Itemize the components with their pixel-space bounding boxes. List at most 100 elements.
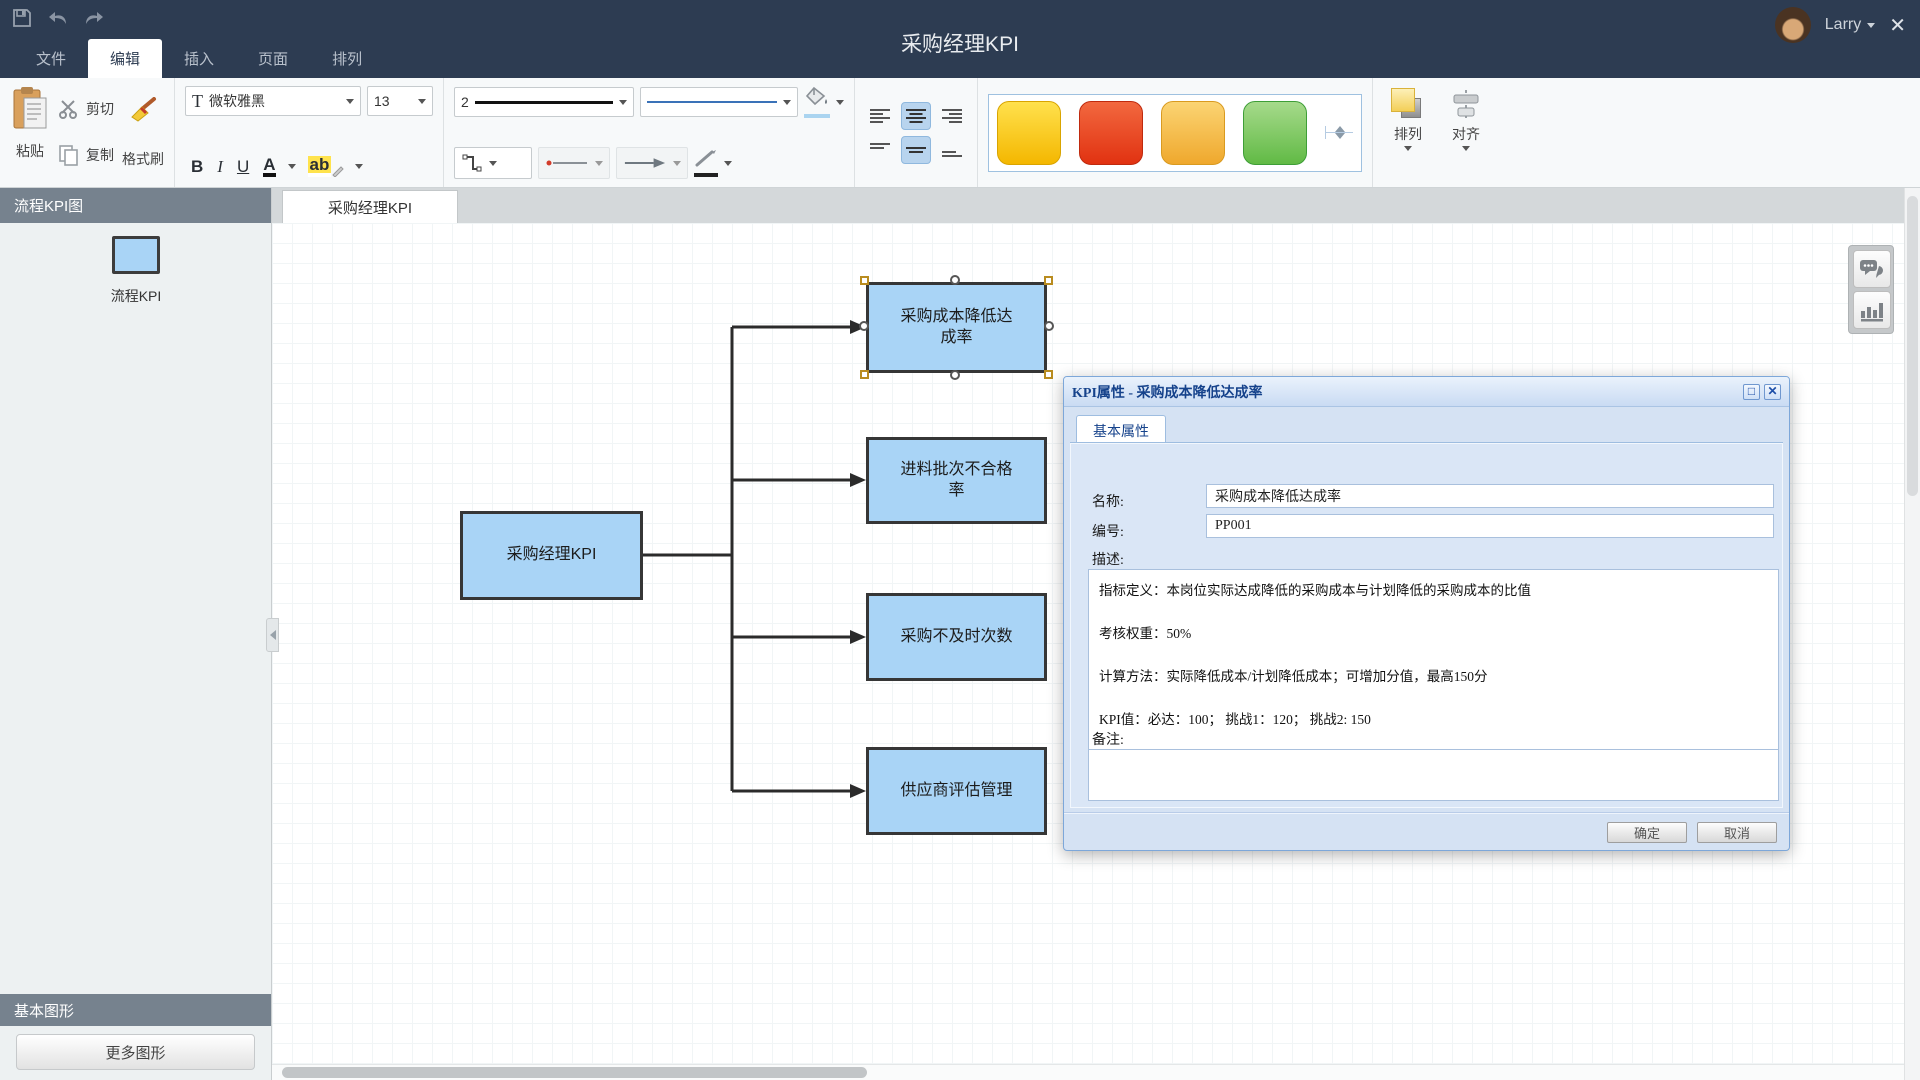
- notes-field-textarea[interactable]: [1088, 749, 1779, 801]
- menu-insert[interactable]: 插入: [162, 39, 236, 78]
- tab-document[interactable]: 采购经理KPI: [282, 190, 458, 223]
- font-color-button[interactable]: A: [263, 156, 275, 177]
- bar-chart-icon: [1860, 298, 1884, 322]
- arrange-group: 排列 对齐: [1373, 78, 1501, 187]
- highlight-button[interactable]: ab: [308, 156, 332, 177]
- menu-page[interactable]: 页面: [236, 39, 310, 78]
- align-right-button[interactable]: [937, 102, 967, 130]
- chart-button[interactable]: [1853, 291, 1891, 329]
- dialog-maximize-button[interactable]: □: [1743, 384, 1760, 400]
- code-field-input[interactable]: [1206, 514, 1774, 538]
- font-family-select[interactable]: T 微软雅黑: [185, 86, 361, 116]
- description-line: 考核权重：50%: [1099, 622, 1768, 642]
- arrow-end-select[interactable]: [616, 147, 688, 179]
- line-width-select[interactable]: 2: [454, 87, 634, 117]
- valign-top-button[interactable]: [865, 136, 895, 164]
- node-kpi-1[interactable]: 采购成本降低达成率: [866, 282, 1047, 373]
- notes-field-label: 备注:: [1092, 729, 1124, 749]
- menu-file[interactable]: 文件: [14, 39, 88, 78]
- arrow-icon: [623, 157, 667, 169]
- menu-bar: 文件 编辑 插入 页面 排列: [0, 40, 384, 78]
- save-icon[interactable]: [10, 6, 34, 30]
- resize-handle-ne[interactable]: [1044, 276, 1053, 285]
- redo-icon[interactable]: [82, 6, 106, 30]
- align-left-button[interactable]: [865, 102, 895, 130]
- theme-swatch-amber[interactable]: [1161, 101, 1225, 165]
- canvas-tools-panel: [1848, 245, 1894, 334]
- description-field-textarea[interactable]: 指标定义：本岗位实际达成降低的采购成本与计划降低的采购成本的比值 考核权重：50…: [1088, 569, 1779, 761]
- align-objects-icon: [1449, 88, 1483, 122]
- node-kpi-2[interactable]: 进料批次不合格率: [866, 437, 1047, 524]
- name-field-input[interactable]: [1206, 484, 1774, 508]
- shape-item-kpi[interactable]: 流程KPI: [0, 236, 272, 306]
- resize-handle-sw[interactable]: [860, 370, 869, 379]
- horizontal-scrollbar: [272, 1064, 1904, 1080]
- basic-shapes-header[interactable]: 基本图形: [0, 994, 271, 1026]
- kpi-shape-thumbnail[interactable]: [112, 236, 160, 274]
- resize-handle-se[interactable]: [1044, 370, 1053, 379]
- line-width-preview: [475, 101, 613, 104]
- pen-icon: [694, 149, 718, 167]
- sidebar-collapse-handle[interactable]: [266, 618, 279, 652]
- user-menu[interactable]: Larry: [1825, 16, 1875, 34]
- fill-bucket-button[interactable]: [804, 86, 844, 118]
- node-kpi-3[interactable]: 采购不及时次数: [866, 593, 1047, 681]
- description-line: KPI值：必达：100； 挑战1：120； 挑战2: 150: [1099, 708, 1768, 728]
- close-button[interactable]: ✕: [1889, 13, 1906, 38]
- line-color-select[interactable]: [640, 87, 798, 117]
- chevron-down-icon[interactable]: [355, 164, 363, 169]
- resize-handle-e[interactable]: [1044, 321, 1054, 331]
- format-painter-label[interactable]: 格式刷: [122, 149, 164, 169]
- font-size-select[interactable]: 13: [367, 86, 433, 116]
- cut-button[interactable]: 剪切: [58, 99, 114, 119]
- vertical-scroll-thumb[interactable]: [1907, 196, 1918, 496]
- dialog-titlebar[interactable]: KPI属性 - 采购成本降低达成率 □ ✕: [1064, 377, 1789, 407]
- format-painter-icon[interactable]: [128, 97, 158, 128]
- menu-arrange[interactable]: 排列: [310, 39, 384, 78]
- theme-swatch-green[interactable]: [1243, 101, 1307, 165]
- user-avatar[interactable]: [1775, 7, 1811, 43]
- horizontal-scroll-thumb[interactable]: [282, 1067, 867, 1078]
- resize-handle-w[interactable]: [859, 321, 869, 331]
- menu-edit[interactable]: 编辑: [88, 39, 162, 78]
- comments-button[interactable]: [1853, 250, 1891, 288]
- underline-button[interactable]: U: [231, 155, 255, 179]
- arrange-button[interactable]: 排列: [1383, 86, 1433, 179]
- chevron-down-icon: [724, 161, 732, 166]
- chevron-down-icon: [783, 100, 791, 105]
- undo-icon[interactable]: [46, 6, 70, 30]
- paste-label[interactable]: 粘贴: [16, 141, 44, 161]
- line-style-icon: [545, 159, 589, 167]
- resize-handle-s[interactable]: [950, 370, 960, 380]
- line-begin-select[interactable]: [538, 147, 610, 179]
- theme-scroll-down[interactable]: [1326, 133, 1353, 139]
- paste-icon[interactable]: [10, 86, 50, 137]
- align-center-button[interactable]: [901, 102, 931, 130]
- ok-button[interactable]: 确定: [1607, 822, 1687, 843]
- node-kpi-4[interactable]: 供应商评估管理: [866, 747, 1047, 835]
- bold-button[interactable]: B: [185, 155, 209, 179]
- valign-middle-button[interactable]: [901, 136, 931, 164]
- pencil-icon: [331, 163, 345, 177]
- line-pen-button[interactable]: [694, 149, 732, 177]
- italic-button[interactable]: I: [211, 155, 229, 179]
- connector-type-select[interactable]: [454, 147, 532, 179]
- theme-swatch-yellow[interactable]: [997, 101, 1061, 165]
- resize-handle-n[interactable]: [950, 275, 960, 285]
- kpi-shape-label: 流程KPI: [111, 286, 162, 306]
- node-root[interactable]: 采购经理KPI: [460, 511, 643, 600]
- resize-handle-nw[interactable]: [860, 276, 869, 285]
- theme-scroll-up[interactable]: [1326, 126, 1353, 133]
- valign-bottom-button[interactable]: [937, 136, 967, 164]
- chevron-down-icon: [619, 100, 627, 105]
- cancel-button[interactable]: 取消: [1697, 822, 1777, 843]
- copy-label: 复制: [86, 145, 114, 165]
- dialog-close-button[interactable]: ✕: [1764, 384, 1781, 400]
- align-button[interactable]: 对齐: [1441, 86, 1491, 179]
- copy-button[interactable]: 复制: [58, 144, 114, 166]
- line-width-value: 2: [461, 94, 469, 110]
- theme-swatch-red[interactable]: [1079, 101, 1143, 165]
- font-family-value: 微软雅黑: [209, 91, 340, 111]
- more-shapes-button[interactable]: 更多图形: [16, 1034, 255, 1070]
- chevron-down-icon[interactable]: [288, 164, 296, 169]
